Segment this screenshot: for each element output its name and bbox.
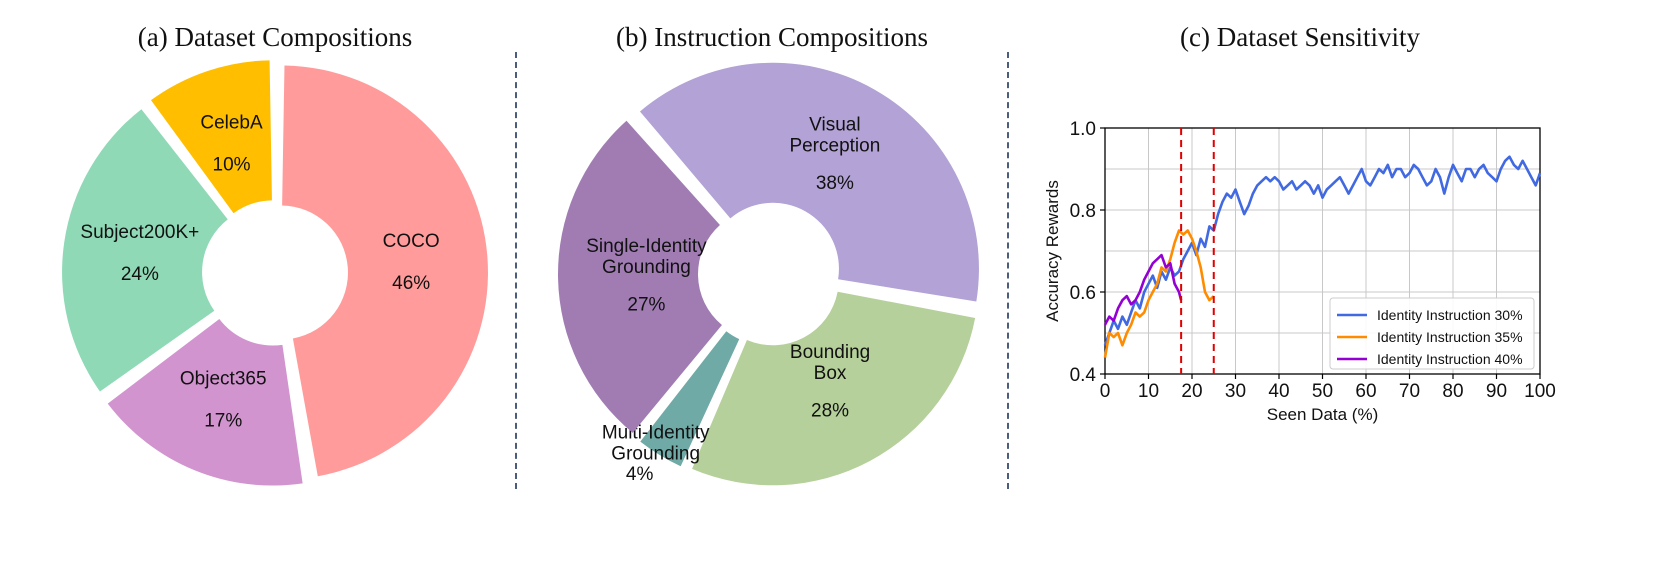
slice-celeba	[150, 60, 272, 214]
legend-label-identity-instruction-40: Identity Instruction 40%	[1377, 351, 1523, 367]
series-line-identity-instruction-35	[1103, 229, 1215, 358]
slice-bounding-box	[692, 291, 976, 486]
pie-dataset-compositions: COCO 46% Object365 17% Subject200K+ 24% CelebA…	[62, 60, 488, 486]
slice-subject200k	[62, 109, 228, 392]
slice-label-coco: COCO	[383, 231, 440, 252]
slice-percent-subject200k: 24%	[121, 264, 159, 285]
slice-coco	[282, 65, 488, 477]
title-dataset-sensitivity: (c) Dataset Sensitivity	[1180, 22, 1420, 52]
title-instruction-compositions: (b) Instruction Compositions	[616, 22, 928, 52]
y-axis-label: Accuracy Rewards	[1043, 180, 1062, 322]
legend-box	[1329, 297, 1535, 370]
title-dataset-compositions: (a) Dataset Compositions	[137, 22, 413, 52]
slice-percent-multi-identity-grounding: 4%	[626, 464, 654, 485]
slice-label-celeba: CelebA	[200, 112, 263, 133]
tick-label-x-0: 0	[1100, 381, 1111, 402]
slice-multi-identity-grounding	[640, 331, 740, 467]
tick-label-x-60: 60	[1355, 381, 1376, 402]
legend-label-identity-instruction-30: Identity Instruction 30%	[1377, 307, 1523, 323]
slice-visual-perception	[639, 62, 979, 302]
slice-object365	[107, 319, 303, 486]
tick-label-x-100: 100	[1524, 381, 1556, 402]
legend: Identity Instruction 30% Identity Instruc…	[1329, 297, 1535, 370]
tick-label-x-50: 50	[1312, 381, 1333, 402]
tick-label-x-20: 20	[1181, 381, 1202, 402]
slice-single-identity-grounding	[558, 120, 722, 433]
x-axis-label: Seen Data (%)	[1267, 405, 1379, 424]
plot-frame	[1104, 127, 1541, 375]
tick-label-y-0.6: 0.6	[1070, 283, 1096, 304]
tick-label-y-0.8: 0.8	[1070, 201, 1096, 222]
legend-label-identity-instruction-35: Identity Instruction 35%	[1377, 329, 1523, 345]
slice-percent-single-identity-grounding: 27%	[627, 294, 665, 315]
tick-label-x-70: 70	[1399, 381, 1420, 402]
tick-label-x-40: 40	[1268, 381, 1289, 402]
slice-percent-coco: 46%	[392, 273, 430, 294]
slice-label-object365: Object365	[180, 368, 267, 389]
tick-label-y-0.4: 0.4	[1070, 365, 1097, 386]
slice-percent-object365: 17%	[204, 410, 242, 431]
slice-label-subject200k: Subject200K+	[80, 222, 199, 243]
slice-percent-visual-perception: 38%	[816, 173, 854, 194]
tick-label-x-10: 10	[1138, 381, 1159, 402]
divider-left	[515, 52, 517, 489]
tick-label-x-80: 80	[1442, 381, 1463, 402]
slice-percent-celeba: 10%	[213, 154, 251, 175]
divider-right	[1007, 52, 1009, 489]
tick-label-x-90: 90	[1486, 381, 1507, 402]
tick-label-y-1.0: 1.0	[1070, 119, 1096, 140]
series-line-identity-instruction-40	[1103, 253, 1183, 326]
slice-percent-bounding-box: 28%	[811, 401, 849, 422]
tick-label-x-30: 30	[1225, 381, 1246, 402]
